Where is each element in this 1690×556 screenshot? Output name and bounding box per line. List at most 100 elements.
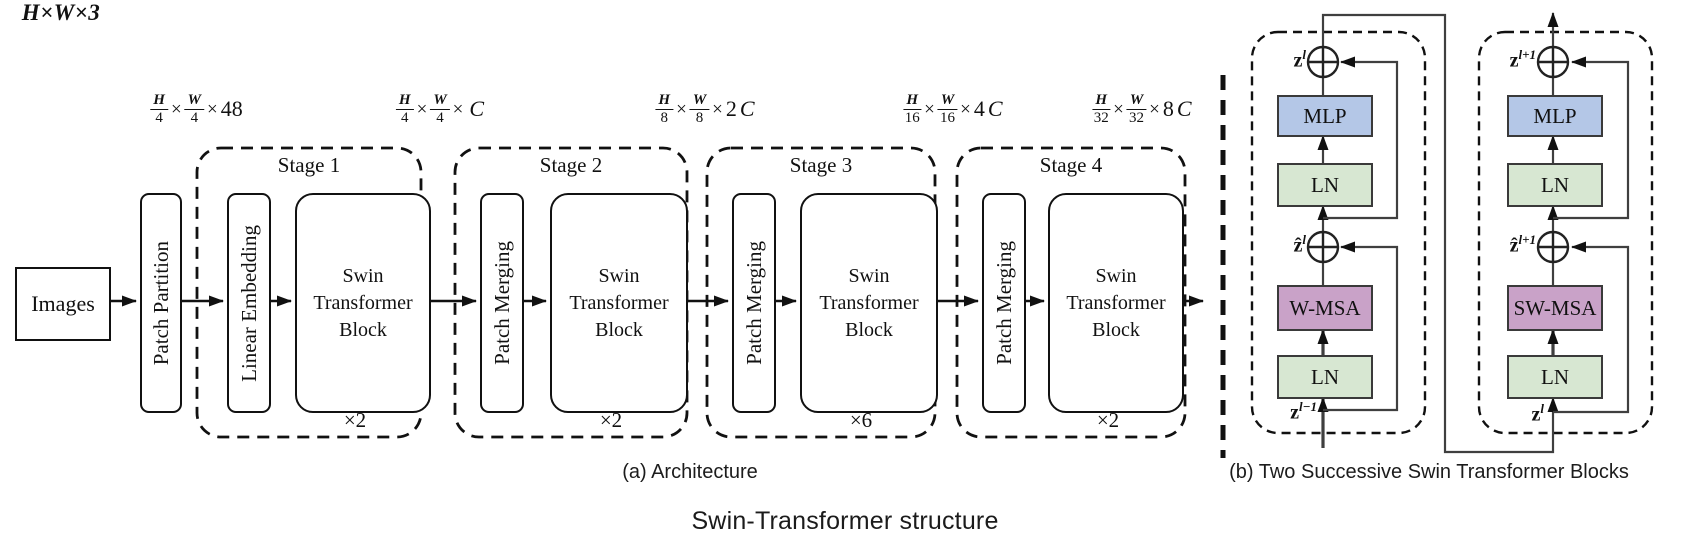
caption-b: (b) Two Successive Swin Transformer Bloc… [1229, 461, 1629, 483]
block-outlines [1250, 30, 1654, 435]
swin-block-label: Swin Transformer Block [819, 264, 919, 341]
stage-2-label: Stage 2 [539, 153, 603, 177]
channel-var: C [739, 96, 755, 121]
stage-2-multiplier: ×2 [599, 408, 623, 432]
patch-merging-label: Patch Merging [741, 241, 766, 365]
stage-1-label: Stage 1 [277, 153, 341, 177]
times-sign: × [416, 99, 428, 120]
mlp-label: MLP [1533, 103, 1577, 128]
swin-block-2: Swin Transformer Block [550, 193, 688, 413]
ln-box-2-top: LN [1507, 163, 1603, 207]
stage-4-multiplier: ×2 [1096, 408, 1120, 432]
figure-title: Swin-Transformer structure [691, 507, 999, 535]
channel-count: 2 [725, 96, 737, 121]
z-label-block2-input: zl [1531, 401, 1544, 426]
swin-block-label: Swin Transformer Block [1066, 264, 1166, 341]
images-box-label: Images [31, 291, 95, 316]
w-msa-box: W-MSA [1277, 285, 1373, 331]
stage-4-label: Stage 4 [1039, 153, 1103, 177]
swin-block-label: Swin Transformer Block [569, 264, 669, 341]
channel-count: 8 [1162, 96, 1174, 121]
patch-merging-box-4: Patch Merging [982, 193, 1026, 413]
stage-3-outline [705, 146, 937, 439]
stage-3-multiplier: ×6 [849, 408, 873, 432]
linear-embedding-label: Linear Embedding [236, 224, 261, 382]
mlp-label: MLP [1303, 103, 1347, 128]
channel-var: C [469, 96, 485, 121]
sw-msa-box: SW-MSA [1507, 285, 1603, 331]
ln-box-1-top: LN [1277, 163, 1373, 207]
swin-block-4: Swin Transformer Block [1048, 193, 1184, 413]
mlp-box-2: MLP [1507, 95, 1603, 137]
caption-a: (a) Architecture [622, 461, 758, 483]
ln-box-2-bottom: LN [1507, 355, 1603, 399]
ln-label: LN [1311, 172, 1339, 197]
times-sign: × [452, 99, 464, 120]
patch-merging-box-3: Patch Merging [732, 193, 776, 413]
stage-4-outline [955, 146, 1187, 439]
stage-3-label: Stage 3 [789, 153, 853, 177]
z-label-block2-output: zl+1 [1509, 47, 1536, 72]
ln-label: LN [1311, 364, 1339, 389]
times-sign: × [1113, 99, 1124, 120]
z-label-block1-output: zl [1293, 47, 1306, 72]
times-sign: × [960, 99, 971, 120]
times-sign: × [712, 99, 723, 120]
add-circle [1306, 45, 1340, 79]
swin-block-1: Swin Transformer Block [295, 193, 431, 413]
times-sign: × [170, 99, 182, 120]
channel-count: 4 [973, 96, 985, 121]
channel-count: 48 [220, 96, 243, 121]
add-circle [1306, 230, 1340, 264]
channel-var: C [1176, 96, 1192, 121]
add-circles [1306, 45, 1570, 264]
times-sign: × [1149, 99, 1160, 120]
z-label-block2-mid: ẑl+1 [1509, 232, 1536, 257]
input-dim-label: H×W×3 [21, 0, 101, 25]
z-label-block1-input: zl−1 [1290, 399, 1317, 424]
patch-merging-box-2: Patch Merging [480, 193, 524, 413]
z-label-block1-mid: ẑl [1293, 232, 1306, 257]
ln-label: LN [1541, 364, 1569, 389]
swin-block-3: Swin Transformer Block [800, 193, 938, 413]
patch-merging-label: Patch Merging [991, 241, 1016, 365]
mlp-box-1: MLP [1277, 95, 1373, 137]
times-sign: × [676, 99, 687, 120]
images-box: Images [15, 267, 111, 341]
add-circle [1536, 45, 1570, 79]
ln-label: LN [1541, 172, 1569, 197]
stage-1-outline [195, 146, 423, 439]
block-1-connectors [1317, 13, 1559, 454]
block-2-connectors [1547, 12, 1630, 414]
add-circle [1536, 230, 1570, 264]
patch-merging-label: Patch Merging [489, 241, 514, 365]
times-sign: × [207, 99, 218, 120]
block-2-outline [1477, 30, 1654, 435]
w-msa-label: W-MSA [1289, 295, 1361, 320]
swin-block-label: Swin Transformer Block [313, 264, 413, 341]
sw-msa-label: SW-MSA [1513, 295, 1597, 320]
block-1-outline [1250, 30, 1427, 435]
stage-1-multiplier: ×2 [343, 408, 367, 432]
patch-partition-box: Patch Partition [140, 193, 182, 413]
channel-var: C [987, 96, 1003, 121]
patch-partition-label: Patch Partition [148, 240, 173, 366]
times-sign: × [924, 99, 935, 120]
